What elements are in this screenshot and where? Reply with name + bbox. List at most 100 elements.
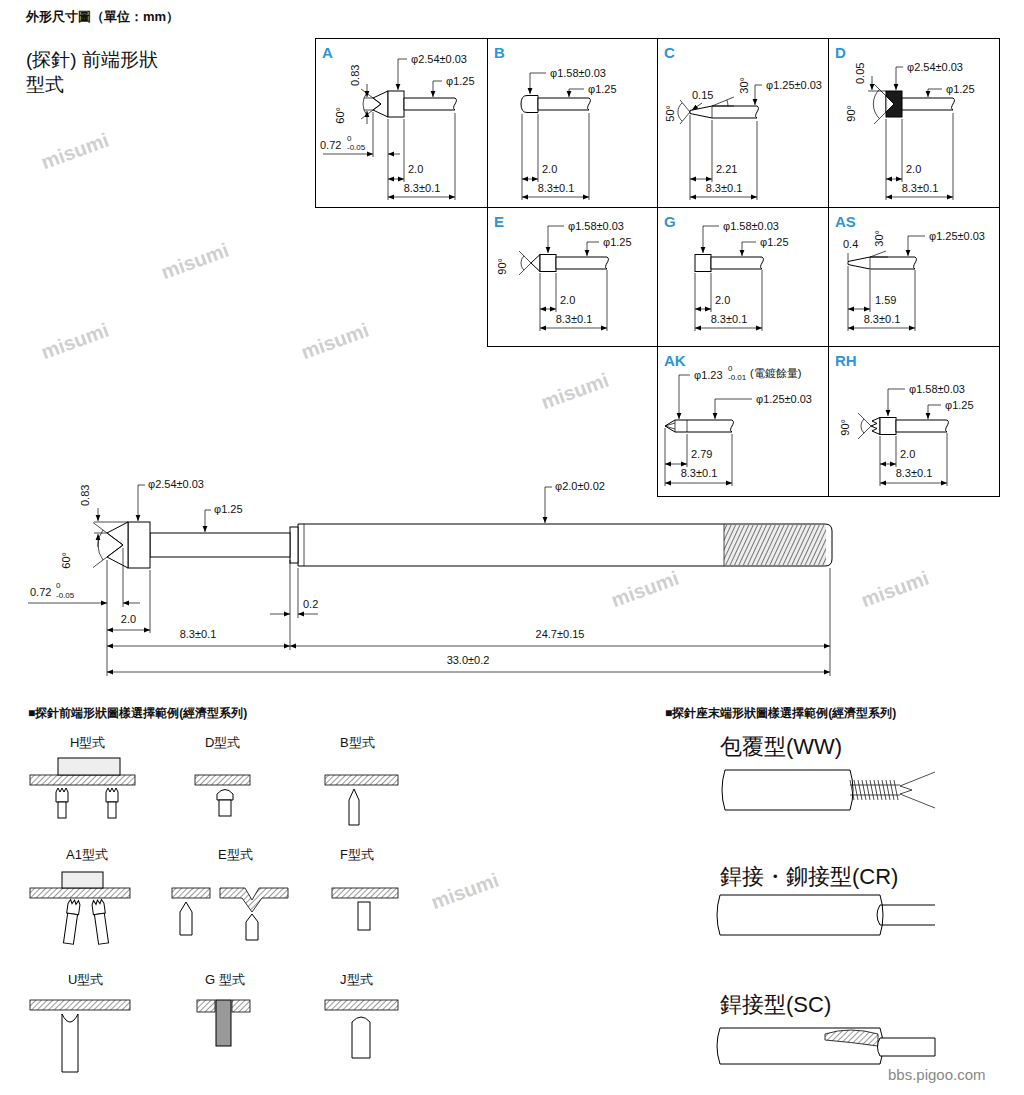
tip-shape-cell: A0.83φ2.54±0.03φ1.2560°0.720-0.052.08.3±… [315,38,488,208]
dimension-text: φ1.25 [214,503,243,516]
dimension-text: 2.0 [900,448,915,461]
tip-as-figure-part-part [908,236,925,256]
a1-example-part-part [63,913,77,944]
dimension-text: φ1.25±0.03 [766,79,822,92]
tip-d-figure-part [868,67,954,200]
tip-g-figure-part-part [695,328,762,329]
tip-g-figure-part-part [742,242,756,256]
j-example-part [352,1017,370,1058]
tip-d-figure-part-part [872,76,873,90]
main-probe-figure-part [304,524,724,566]
tip-d-figure-part-part [902,98,954,110]
tip-ak-figure-part-part [665,420,733,432]
j-example-part [325,1000,398,1010]
tip-e-figure-part-part [540,328,607,329]
main-probe-figure [28,485,832,676]
dimension-text: 2.21 [716,163,737,176]
tip-rh-figure [858,389,948,486]
d-example-part [219,800,231,816]
tip-e-figure [519,226,608,331]
main-probe-figure-part [107,646,290,647]
main-probe-figure-part [107,522,128,568]
dimension-text: 8.3±0.1 [902,182,939,195]
tip-as-figure-part-part [848,328,915,329]
dimension-text: φ1.58±0.03 [723,220,779,233]
section-heading: ■探針前端形狀圖樣選擇範例(經濟型系列) [28,707,247,721]
sc-example-part [825,1030,878,1046]
dimension-text: φ1.58±0.03 [550,67,606,80]
tip-ak-figure-part-part [665,464,687,465]
dimension-text: 8.3±0.1 [711,313,748,326]
tip-a-figure-part-part [361,89,381,119]
tip-rh-figure-part-part [861,419,864,433]
dimension-text: 8.3±0.1 [706,182,743,195]
sc-example-part [717,1028,883,1064]
tip-type-letter: B [494,44,505,61]
d-example-part [217,790,233,801]
tip-rh-figure-part-part [928,405,941,419]
watermark: misumi [38,129,112,175]
tolerance-text: -0.05 [56,591,74,600]
main-probe-figure-part [28,603,107,604]
tip-e-figure-part-part [540,309,556,310]
f-example [332,888,398,930]
main-probe-figure-part [290,527,298,563]
main-probe-figure-part [98,530,103,560]
tip-g-figure-part-part [695,255,711,272]
dimension-text: 0.4 [843,238,858,251]
tip-a-figure [323,59,456,200]
tip-d-figure-part-part [928,89,942,97]
tip-c-figure-part-part [678,103,682,121]
dimension-text: 0.83 [350,64,363,85]
h-example-part-part [56,788,68,802]
tip-type-letter: AS [835,213,856,230]
tip-rh-figure-part [858,389,948,486]
tip-b-figure-part-part [522,197,589,198]
a1-example-part [30,888,130,898]
tip-d-figure [868,67,954,200]
tip-e-figure-part [519,226,608,331]
tip-type-letter: AK [664,352,686,369]
tip-a-figure-part-part [367,84,368,97]
tip-a-figure-part-part [388,91,404,117]
tip-d-figure-part-part [886,96,894,112]
tip-c-figure-part-part [712,106,713,118]
tip-rh-figure-part-part [880,464,896,465]
e-example-part [246,914,258,940]
example-label: D型式 [205,736,240,751]
tip-a-figure-part-part [388,154,400,155]
ww-example [722,770,935,810]
dimension-text: 50° [664,105,677,122]
j-example [325,1000,398,1058]
end-type-label: 銲接型(SC) [720,992,831,1017]
tip-e-figure-part-part [540,270,607,331]
tip-b-figure-part-part [569,89,584,97]
dimension-text: φ1.25 [760,236,789,249]
tip-a-figure-part-part [398,59,407,90]
tip-shape-cell: D0.05φ2.54±0.03φ1.2590°2.08.3±0.1 [828,38,1000,208]
tip-g-figure-part-part [695,309,711,310]
tip-type-letter: D [835,44,846,61]
tip-c-figure-part-part [712,97,734,106]
d-example-part [195,775,250,785]
tip-as-figure-part-part [848,253,849,261]
tip-d-figure-part-part [896,67,903,90]
tip-c-figure-part [678,85,762,200]
tip-c-figure-part-part [727,100,728,106]
dimension-text: 30° [738,77,751,94]
dimension-text: 24.7±0.15 [536,628,585,641]
tip-as-figure-part-part [870,251,888,257]
ww-example-part [850,785,900,795]
dimension-text: 0.83 [80,484,93,505]
a1-example [30,872,130,944]
tip-d-figure-part-part [886,91,902,117]
tip-e-figure-part-part [531,255,540,272]
dimension-text: 2.79 [691,448,712,461]
tip-rh-figure-part-part [888,389,905,416]
a1-example-part-part [92,899,106,915]
tip-g-figure-part [695,226,763,331]
dimension-text: 8.3±0.1 [864,313,901,326]
dimension-text: -0.05 [347,143,365,152]
tip-c-figure-part-part [692,103,702,110]
